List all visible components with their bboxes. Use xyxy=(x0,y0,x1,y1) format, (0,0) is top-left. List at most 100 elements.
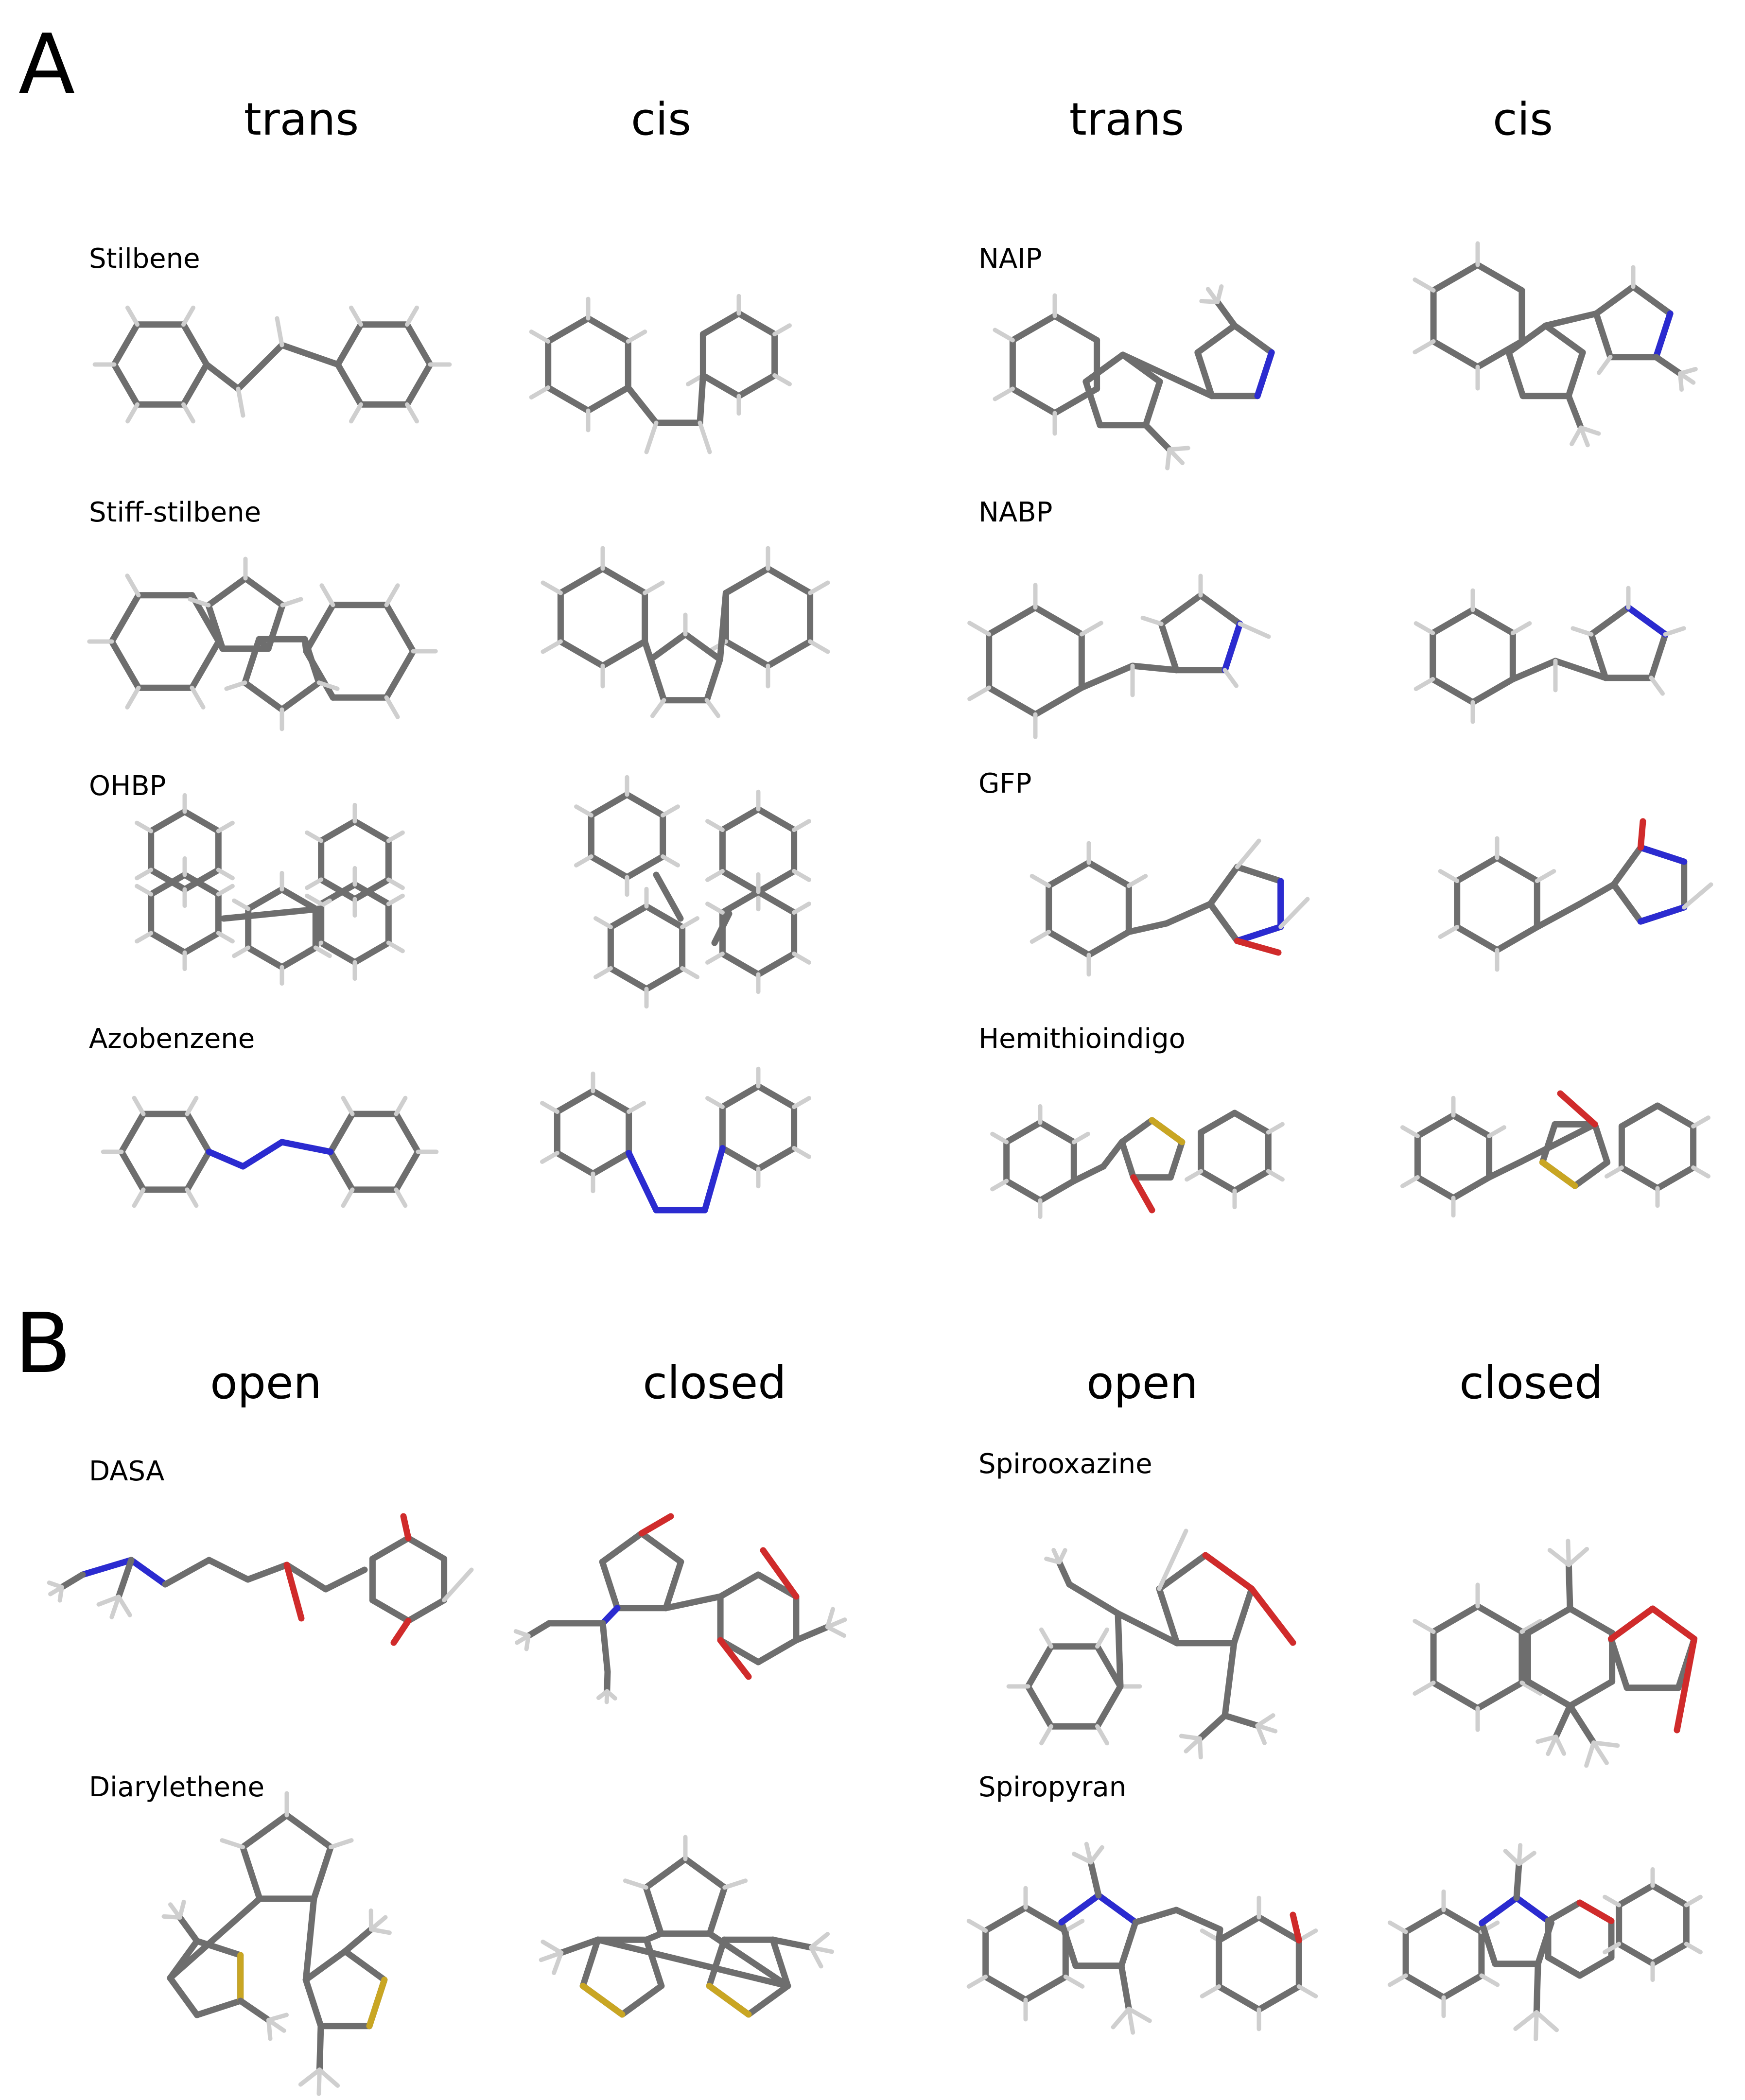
naip-cis-structure xyxy=(1413,241,1698,448)
naip-cis-bond xyxy=(1413,278,1436,293)
spirooxazine-open-bond xyxy=(1184,1736,1202,1753)
ohbp-trans-bond xyxy=(318,818,358,844)
stiff-stilbene-cis-bond xyxy=(808,580,830,595)
stiff-stilbene-trans-bond xyxy=(256,636,272,652)
naip-cis-bond xyxy=(1565,393,1584,431)
gfp-trans-bond xyxy=(1234,923,1284,944)
azobenzene-cis-bond xyxy=(705,1096,725,1109)
stilbene-cis-bond xyxy=(772,323,792,336)
hemithioindigo-cis-bond xyxy=(1691,1165,1710,1179)
stiff-stilbene-trans-bond xyxy=(242,679,285,713)
spiropyran-open-bond xyxy=(1290,1911,1302,1944)
hemithioindigo-cis-bond xyxy=(1539,1159,1578,1189)
gfp-cis-bond xyxy=(1454,924,1501,954)
spirooxazine-open-bond xyxy=(1255,1723,1267,1745)
dasa-open-bond xyxy=(116,1595,132,1617)
spirooxazine-open-bond xyxy=(1222,1712,1261,1729)
ohbp-cis-bond xyxy=(607,965,650,992)
hemithioindigo-cis-bond xyxy=(1571,1159,1611,1189)
stiff-stilbene-trans-bond xyxy=(384,583,400,607)
stilbene-cis-bond xyxy=(772,373,792,386)
hemithioindigo-trans-bond xyxy=(1167,1139,1186,1181)
nabp-cis-bond xyxy=(1469,676,1516,706)
diarylethene-open-bond xyxy=(369,1927,392,1935)
hemithioindigo-trans-bond xyxy=(1118,1139,1137,1181)
ohbp-trans-bond xyxy=(351,881,392,907)
nabp-trans-bond xyxy=(986,684,1039,718)
naip-cis-bond xyxy=(1678,371,1684,392)
spirooxazine-closed-bond xyxy=(1519,1619,1543,1634)
diarylethene-closed-structure xyxy=(539,1835,834,2018)
naip-trans-bond xyxy=(993,328,1015,343)
azobenzene-cis-bond xyxy=(627,1101,646,1114)
nabp-trans-bond xyxy=(1222,621,1243,674)
diarylethene-closed-bond xyxy=(539,1950,564,1962)
gfp-trans-bond xyxy=(1085,859,1132,889)
nabp-cis-bond xyxy=(1510,621,1532,635)
spirooxazine-open-bond xyxy=(1156,1552,1209,1592)
nabp-trans-bond xyxy=(986,604,1039,638)
dasa-open-bond xyxy=(405,1535,448,1562)
stilbene-trans-bond xyxy=(181,305,195,327)
spirooxazine-closed-bond xyxy=(1649,1605,1698,1642)
spirooxazine-closed-bond xyxy=(1607,1605,1656,1642)
diarylethene-open-bond xyxy=(266,2018,273,2041)
nabp-cis-bond xyxy=(1469,607,1516,636)
azobenzene-cis-bond xyxy=(719,1145,762,1172)
spirooxazine-closed-bond xyxy=(1607,1635,1630,1691)
spirooxazine-open-bond xyxy=(1095,1627,1109,1649)
spiropyran-closed-bond xyxy=(1440,1972,1485,2001)
naip-cis-bond xyxy=(1593,310,1614,361)
diarylethene-open-bond xyxy=(366,1977,388,2030)
stiff-stilbene-cis-bond xyxy=(647,656,667,704)
gfp-cis-bond xyxy=(1438,869,1460,883)
azobenzene-trans-bond xyxy=(393,1111,421,1155)
hemithioindigo-trans-bond xyxy=(1266,1169,1285,1182)
spiropyran-open-bond xyxy=(982,1904,1029,1934)
molecule-label-stilbene: Stilbene xyxy=(89,243,200,275)
dasa-open-bond xyxy=(206,1557,251,1583)
diarylethene-closed-bond xyxy=(579,1982,626,2018)
ohbp-cis-bond xyxy=(607,903,650,930)
column-header-closed-right: closed xyxy=(1459,1357,1603,1409)
hemithioindigo-trans-bond xyxy=(1130,1174,1155,1214)
ohbp-cis-bond xyxy=(643,965,686,992)
dasa-open-bond xyxy=(109,1595,121,1619)
dasa-open-bond xyxy=(283,1562,329,1593)
spirooxazine-open-bond xyxy=(1222,1640,1238,1719)
nabp-trans-bond xyxy=(1238,622,1271,639)
spirooxazine-closed-bond xyxy=(1567,1702,1597,1746)
nabp-trans-bond xyxy=(1140,615,1164,626)
hemithioindigo-cis-bond xyxy=(1654,1164,1697,1192)
diarylethene-closed-bond xyxy=(706,1982,752,2018)
diarylethene-open-bond xyxy=(167,1975,200,2018)
hemithioindigo-cis-bond xyxy=(1691,1115,1710,1128)
spirooxazine-open-bond xyxy=(1156,1585,1180,1647)
hemithioindigo-trans-bond xyxy=(1003,1178,1044,1204)
naip-trans-bond xyxy=(1194,349,1215,399)
dasa-closed-bond xyxy=(638,1513,674,1537)
molecule-label-naip: NAIP xyxy=(978,243,1042,275)
molecule-label-stiff-stilbene: Stiff-stilbene xyxy=(89,497,262,528)
dasa-closed-bond xyxy=(599,1605,621,1627)
ohbp-cis-bond xyxy=(719,806,762,833)
hemithioindigo-cis-bond xyxy=(1450,1112,1493,1139)
azobenzene-trans-bond xyxy=(341,1095,355,1116)
diarylethene-open-bond xyxy=(302,1977,324,2030)
ohbp-trans-bond xyxy=(386,877,405,890)
naip-cis-bond xyxy=(1578,425,1590,448)
stiff-stilbene-trans-bond xyxy=(205,575,249,608)
dasa-open-bond xyxy=(390,1617,412,1646)
ohbp-cis-bond xyxy=(705,869,725,882)
azobenzene-cis-bond xyxy=(554,1088,596,1115)
diarylethene-open-bond xyxy=(167,1895,263,1981)
nabp-cis-bond xyxy=(1570,626,1594,637)
hemithioindigo-cis-bond xyxy=(1487,1125,1506,1138)
gfp-trans-bond xyxy=(1046,929,1092,958)
hemithioindigo-cis-bond xyxy=(1486,1158,1525,1180)
hemithioindigo-cis-bond xyxy=(1539,1121,1558,1166)
spiropyran-closed-bond xyxy=(1545,1918,1554,1926)
column-header-closed-left: closed xyxy=(643,1357,786,1409)
column-header-open-right: open xyxy=(1086,1357,1198,1409)
gfp-cis-structure xyxy=(1438,818,1713,972)
